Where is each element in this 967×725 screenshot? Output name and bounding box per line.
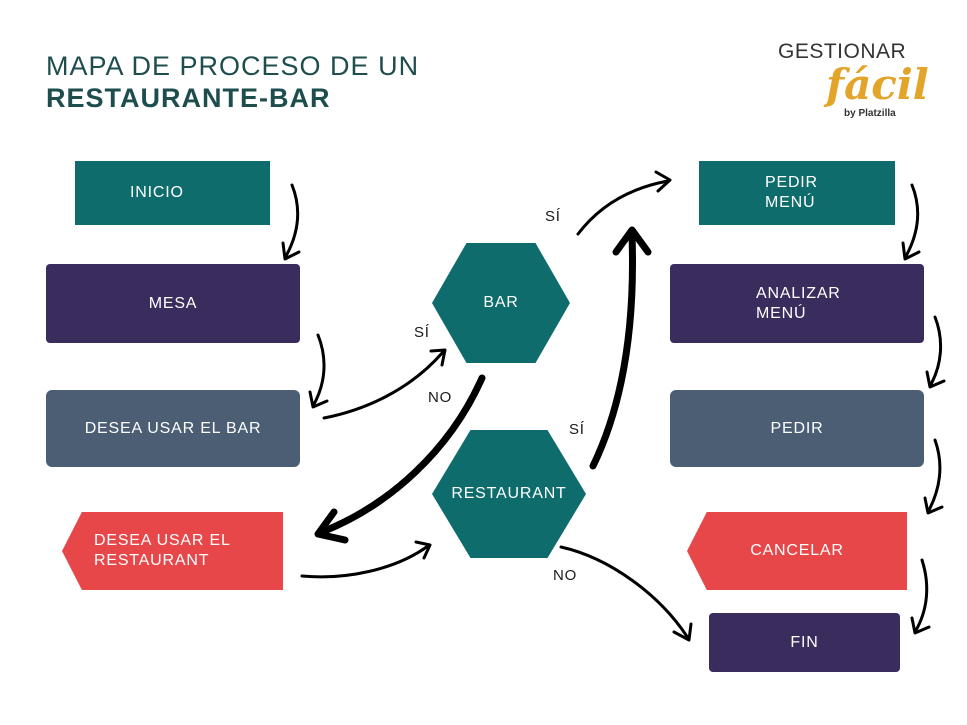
node-pedir-menu: PEDIR MENÚ (699, 161, 895, 225)
node-restaurant-label: RESTAURANT (451, 485, 567, 502)
title-line-2: RESTAURANTE-BAR (46, 83, 331, 113)
node-pedir-menu-line1: PEDIR (765, 174, 818, 191)
node-desea-bar: DESEA USAR EL BAR (46, 390, 300, 467)
arrow-restaurant-to-pedir-menu-head (612, 226, 652, 256)
node-analizar-menu-line2: MENÚ (756, 304, 807, 322)
arrow-pedir-menu-to-analizar-head (901, 241, 921, 261)
page-title: MAPA DE PROCESO DE UN RESTAURANTE-BAR (46, 50, 419, 114)
arrow-cancelar-to-fin-head (910, 616, 931, 635)
arrow-desea-restaurant-to-restaurant-head (414, 540, 432, 560)
brand-logo: GESTIONAR fácil by Platzilla (778, 40, 929, 125)
node-cancelar-label: CANCELAR (750, 542, 844, 559)
node-inicio: INICIO (75, 161, 270, 225)
arrow-bar-to-pedir-menu-head (654, 170, 672, 193)
arrow-desea-bar-to-bar (322, 350, 445, 420)
arrow-inicio-to-mesa-head (281, 241, 301, 261)
label-no-bar: NO (428, 389, 453, 406)
arrow-bar-to-pedir-menu (576, 179, 670, 236)
arrow-mesa-to-desea-bar-head (308, 390, 329, 409)
logo-byline: by Platzilla (844, 108, 896, 119)
node-inicio-label: INICIO (130, 184, 184, 201)
arrow-pedir-menu-to-analizar (903, 183, 920, 260)
node-fin: FIN (709, 613, 900, 672)
node-desea-bar-label: DESEA USAR EL BAR (84, 419, 262, 437)
label-no-restaurant: NO (553, 567, 578, 584)
arrow-bar-to-desea-restaurant-head (314, 508, 349, 544)
arrow-restaurant-to-fin (559, 545, 690, 640)
arrow-cancelar-to-fin (913, 558, 929, 634)
title-line-1: MAPA DE PROCESO DE UN (46, 51, 420, 81)
arrow-pedir-to-cancelar-head (923, 496, 944, 515)
node-pedir-menu-line2: MENÚ (765, 194, 816, 211)
arrow-analizar-to-pedir (928, 315, 943, 388)
arrow-desea-restaurant-to-restaurant (300, 544, 430, 579)
node-fin-label: FIN (790, 633, 819, 651)
node-mesa-label: MESA (148, 294, 198, 312)
arrow-desea-bar-to-bar-head (429, 348, 447, 367)
arrow-analizar-to-pedir-head (925, 370, 946, 389)
node-analizar-menu: ANALIZAR MENÚ (670, 264, 924, 343)
label-si-bar-top: SÍ (545, 208, 561, 225)
node-mesa: MESA (46, 264, 300, 343)
label-si-restaurant: SÍ (569, 421, 585, 438)
node-cancelar: CANCELAR (687, 512, 907, 590)
node-pedir: PEDIR (670, 390, 924, 467)
logo-script: fácil (826, 60, 929, 109)
arrow-restaurant-to-fin-head (672, 622, 693, 642)
node-bar: BAR (432, 243, 570, 363)
arrow-pedir-to-cancelar (926, 438, 942, 514)
arrow-restaurant-to-pedir-menu (589, 231, 636, 470)
node-desea-restaurant: DESEA USAR EL RESTAURANT (62, 512, 283, 590)
label-si-bar-left: SÍ (414, 324, 430, 341)
node-desea-restaurant-line2: RESTAURANT (94, 552, 210, 569)
node-desea-restaurant-line1: DESEA USAR EL (94, 532, 231, 549)
node-analizar-menu-line1: ANALIZAR (756, 284, 841, 302)
node-restaurant: RESTAURANT (432, 430, 586, 558)
node-bar-label: BAR (483, 294, 519, 311)
arrow-mesa-to-desea-bar (311, 333, 326, 408)
node-pedir-label: PEDIR (770, 419, 824, 437)
arrow-inicio-to-mesa (283, 183, 300, 260)
logo-wordmark: GESTIONAR (778, 40, 907, 63)
